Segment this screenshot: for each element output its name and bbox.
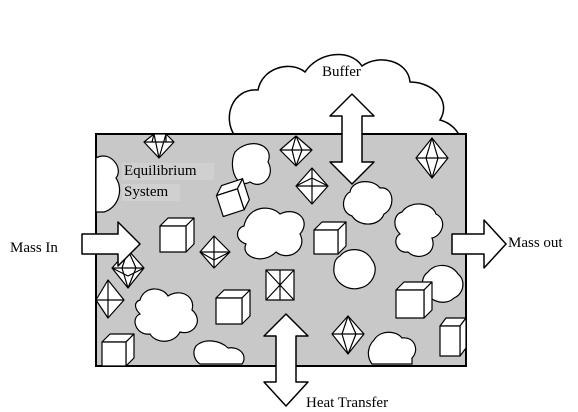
- blob-icon: [95, 155, 121, 213]
- blob-icon: [342, 181, 393, 225]
- cube-icon: [439, 317, 467, 357]
- heat-transfer-label: Heat Transfer: [306, 395, 389, 411]
- blob-icon: [134, 288, 198, 342]
- system-label-background: [122, 163, 214, 180]
- blob-particles: [95, 143, 464, 365]
- cube-icon: [215, 178, 250, 218]
- cube-particles: [101, 178, 467, 367]
- mass-out-arrow: [451, 219, 507, 269]
- cube-icon: [159, 217, 195, 253]
- blob-icon: [394, 203, 444, 257]
- system-label-background: [122, 184, 180, 201]
- buffer-double-arrow: [329, 93, 375, 185]
- octahedron-icon: [279, 135, 313, 167]
- mass-in-label: Mass In: [10, 240, 58, 256]
- cube-icon: [313, 221, 347, 255]
- blob-icon: [231, 143, 271, 185]
- cube-icon: [395, 281, 433, 319]
- octahedron-icon: [265, 269, 295, 301]
- blob-icon: [236, 207, 305, 260]
- blob-icon: [367, 331, 417, 365]
- octahedron-icon: [331, 315, 365, 355]
- mass-out-label: Mass out: [508, 235, 563, 251]
- octahedron-icon: [295, 167, 329, 205]
- heat-transfer-double-arrow: [263, 313, 309, 407]
- equilibrium-system-label-line1: Equilibrium: [124, 163, 197, 179]
- octahedron-icon: [95, 279, 125, 319]
- blob-icon: [193, 340, 245, 365]
- octahedron-icon: [143, 133, 175, 159]
- octahedron-icon: [199, 235, 231, 269]
- buffer-label: Buffer: [322, 64, 361, 80]
- cube-icon: [101, 333, 135, 367]
- mass-in-arrow: [81, 221, 141, 267]
- octahedron-icon: [415, 137, 449, 179]
- cube-icon: [215, 289, 251, 325]
- blob-icon: [333, 249, 376, 290]
- equilibrium-system-label-line2: System: [124, 184, 169, 200]
